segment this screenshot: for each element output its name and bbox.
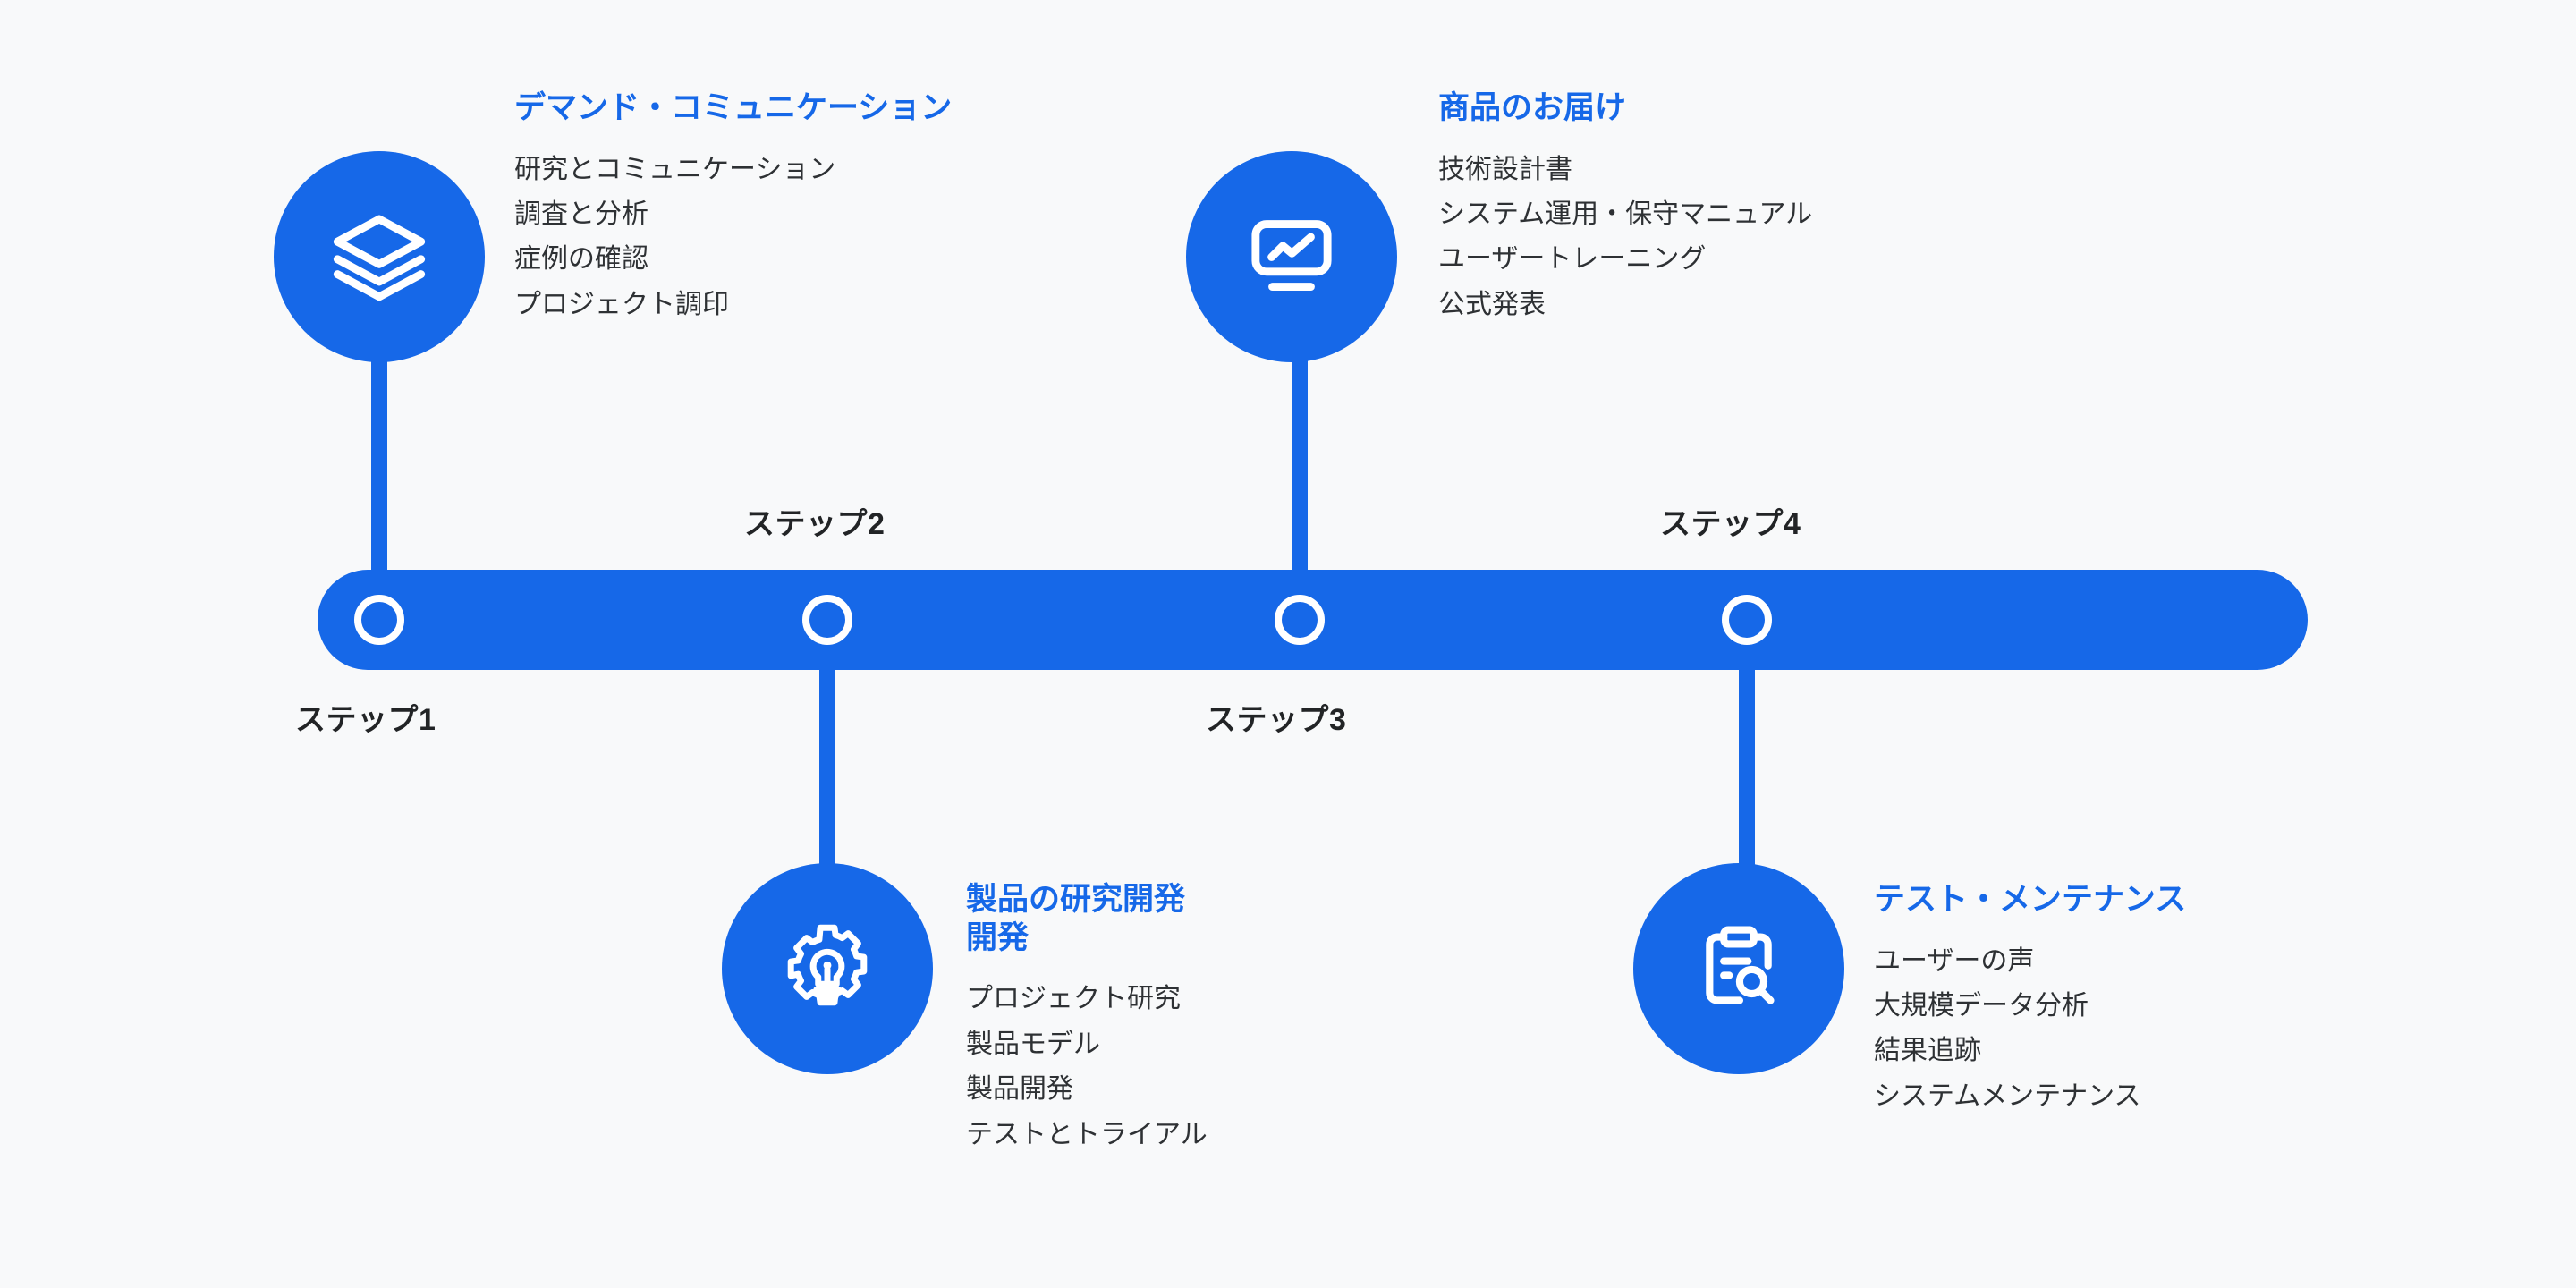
block-item-list: 技術設計書 システム運用・保守マニュアル ユーザートレーニング 公式発表 (1438, 148, 1812, 328)
text-block-product-rnd: 製品の研究開発 開発 プロジェクト研究 製品モデル 製品開発 テストとトライアル (966, 881, 1208, 1157)
list-item: システム運用・保守マニュアル (1438, 199, 1813, 230)
timeline-node-step4[interactable] (1722, 595, 1772, 645)
icon-bubble-step2[interactable] (722, 863, 933, 1074)
block-item-list: ユーザーの声 大規模データ分析 結果追跡 システムメンテナンス (1874, 939, 2186, 1120)
layers-icon (333, 215, 426, 301)
block-title: テスト・メンテナンス (1874, 882, 2187, 917)
step-caption-4: ステップ4 (1660, 507, 1801, 541)
list-item: 症例の確認 (514, 244, 648, 275)
list-item: 大規模データ分析 (1874, 991, 2089, 1021)
step-caption-3: ステップ3 (1206, 703, 1347, 737)
list-item: ユーザートレーニング (1438, 244, 1707, 275)
list-item: テストとトライアル (966, 1119, 1208, 1149)
gear-lightbulb-icon (787, 924, 868, 1006)
timeline-node-step1[interactable] (354, 595, 404, 645)
text-block-test-maintenance: テスト・メンテナンス ユーザーの声 大規模データ分析 結果追跡 システムメンテナ… (1874, 881, 2186, 1119)
list-item: ユーザーの声 (1874, 945, 2035, 976)
connector-step2 (819, 626, 835, 894)
block-item-list: プロジェクト研究 製品モデル 製品開発 テストとトライアル (966, 977, 1208, 1157)
timeline-node-step2[interactable] (802, 595, 852, 645)
text-block-product-delivery: 商品のお届け 技術設計書 システム運用・保守マニュアル ユーザートレーニング 公… (1438, 89, 1812, 327)
timeline-node-step3[interactable] (1275, 595, 1325, 645)
icon-bubble-step3[interactable] (1186, 151, 1397, 362)
clipboard-search-icon (1706, 926, 1775, 1004)
list-item: プロジェクト調印 (514, 289, 729, 319)
block-title: 製品の研究開発 開発 (966, 882, 1186, 955)
list-item: 技術設計書 (1438, 154, 1572, 184)
list-item: 製品モデル (966, 1029, 1100, 1059)
text-block-demand-communication: デマンド・コミュニケーション 研究とコミュニケーション 調査と分析 症例の確認 … (514, 89, 952, 327)
list-item: プロジェクト研究 (966, 984, 1181, 1014)
connector-step3 (1292, 358, 1308, 626)
step-caption-2: ステップ2 (744, 507, 886, 541)
connector-step1 (371, 358, 387, 626)
monitor-chart-icon (1251, 220, 1332, 292)
connector-step4 (1739, 626, 1755, 894)
list-item: 結果追跡 (1874, 1036, 1981, 1066)
list-item: システムメンテナンス (1874, 1080, 2141, 1111)
icon-bubble-step4[interactable] (1633, 863, 1844, 1074)
block-item-list: 研究とコミュニケーション 調査と分析 症例の確認 プロジェクト調印 (514, 148, 952, 328)
block-title: デマンド・コミュニケーション (514, 90, 953, 125)
list-item: 調査と分析 (514, 199, 648, 230)
list-item: 公式発表 (1438, 289, 1546, 319)
step-caption-1: ステップ1 (295, 703, 436, 737)
list-item: 製品開発 (966, 1074, 1073, 1105)
list-item: 研究とコミュニケーション (514, 154, 836, 184)
icon-bubble-step1[interactable] (274, 151, 485, 362)
block-title: 商品のお届け (1438, 90, 1627, 125)
